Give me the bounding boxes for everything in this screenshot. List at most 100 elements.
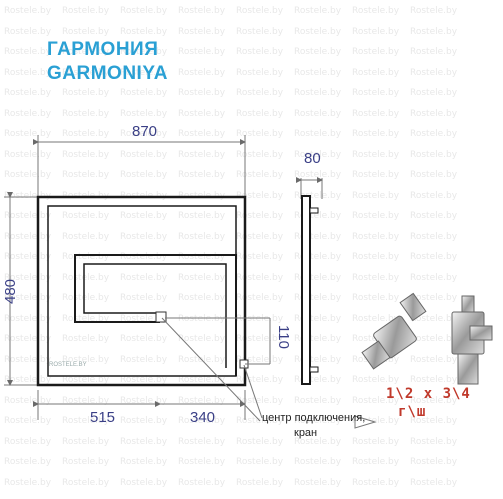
watermark-text: Rostele.by xyxy=(294,67,342,78)
watermark-text: Rostele.by xyxy=(178,149,226,160)
watermark-text: Rostele.by xyxy=(294,231,342,242)
watermark-text: Rostele.by xyxy=(236,6,284,16)
dimension-line-110 xyxy=(165,317,271,365)
dimension-340-label: 340 xyxy=(190,409,216,426)
watermark-text: Rostele.by xyxy=(352,477,400,488)
inner-brand-label: ROSTELE.BY xyxy=(49,362,87,368)
watermark-text: Rostele.by xyxy=(4,354,52,365)
watermark-text: Rostele.by xyxy=(4,231,52,242)
watermark-text: Rostele.by xyxy=(294,6,342,16)
watermark-text: Rostele.by xyxy=(120,129,168,139)
watermark-text: Rostele.by xyxy=(410,477,458,488)
watermark-text: Rostele.by xyxy=(120,26,168,37)
watermark-text: Rostele.by xyxy=(62,211,110,221)
watermark-text: Rostele.by xyxy=(294,88,342,98)
dimension-line-480 xyxy=(4,192,38,386)
watermark-text: Rostele.by xyxy=(120,272,168,283)
watermark-text: Rostele.by xyxy=(410,149,458,160)
pointer-arrow xyxy=(354,415,377,429)
watermark-text: Rostele.by xyxy=(294,47,342,57)
watermark-text: Rostele.by xyxy=(62,231,110,242)
valve-fitting-angle xyxy=(361,292,427,370)
watermark-text: Rostele.by xyxy=(120,211,168,221)
watermark-text: Rostele.by xyxy=(4,67,52,78)
dimension-480-label: 480 xyxy=(2,278,19,304)
watermark-text: Rostele.by xyxy=(294,252,342,262)
watermark-text: Rostele.by xyxy=(120,231,168,242)
watermark-text: Rostele.by xyxy=(4,334,52,344)
watermark-text: Rostele.by xyxy=(120,313,168,324)
watermark-text: Rostele.by xyxy=(178,108,226,119)
watermark-text: Rostele.by xyxy=(352,293,400,303)
watermark-text: Rostele.by xyxy=(4,313,52,324)
watermark-text: Rostele.by xyxy=(178,190,226,201)
watermark-text: Rostele.by xyxy=(410,375,458,385)
watermark-text: Rostele.by xyxy=(120,149,168,160)
watermark-text: Rostele.by xyxy=(236,375,284,385)
watermark-text: Rostele.by xyxy=(236,190,284,201)
watermark-text: Rostele.by xyxy=(62,334,110,344)
watermark-text: Rostele.by xyxy=(352,375,400,385)
watermark-text: Rostele.by xyxy=(294,354,342,365)
watermark-text: Rostele.by xyxy=(120,47,168,57)
watermark-text: Rostele.by xyxy=(236,67,284,78)
watermark-text: Rostele.by xyxy=(236,354,284,365)
watermark-text: Rostele.by xyxy=(62,6,110,16)
watermark-text: Rostele.by xyxy=(352,231,400,242)
watermark-text: Rostele.by xyxy=(178,211,226,221)
watermark-text: Rostele.by xyxy=(410,334,458,344)
watermark-text: Rostele.by xyxy=(294,416,342,426)
watermark-text: Rostele.by xyxy=(4,149,52,160)
watermark-text: Rostele.by xyxy=(178,375,226,385)
watermark-text: Rostele.by xyxy=(4,129,52,139)
watermark-text: Rostele.by xyxy=(236,88,284,98)
watermark-text: Rostele.by xyxy=(62,436,110,447)
dimension-870-label: 870 xyxy=(132,123,158,140)
fitting-type-label: г\ш xyxy=(398,404,427,420)
fitting-size-label: 1\2 x 3\4 xyxy=(386,386,471,402)
watermark-text: Rostele.by xyxy=(62,67,110,78)
watermark-text: Rostele.by xyxy=(236,231,284,242)
watermark-text: Rostele.by xyxy=(62,313,110,324)
watermark-text: Rostele.by xyxy=(120,375,168,385)
watermark-text: Rostele.by xyxy=(4,47,52,57)
watermark-text: Rostele.by xyxy=(4,170,52,180)
watermark-text: Rostele.by xyxy=(410,416,458,426)
watermark-text: Rostele.by xyxy=(178,416,226,426)
watermark-text: Rostele.by xyxy=(410,457,458,467)
watermark-text: Rostele.by xyxy=(178,272,226,283)
watermark-text: Rostele.by xyxy=(178,334,226,344)
watermark-text: Rostele.by xyxy=(294,26,342,37)
watermark-text: Rostele.by xyxy=(236,293,284,303)
watermark-text: Rostele.by xyxy=(4,457,52,467)
watermark-text: Rostele.by xyxy=(410,26,458,37)
watermark-text: Rostele.by xyxy=(410,252,458,262)
watermark-text: Rostele.by xyxy=(4,26,52,37)
watermark-text: Rostele.by xyxy=(294,375,342,385)
watermark-text: Rostele.by xyxy=(410,313,458,324)
watermark-text: Rostele.by xyxy=(352,129,400,139)
watermark-text: Rostele.by xyxy=(62,129,110,139)
watermark-text: Rostele.by xyxy=(178,457,226,467)
watermark-text: Rostele.by xyxy=(120,457,168,467)
watermark-text: Rostele.by xyxy=(294,293,342,303)
watermark-text: Rostele.by xyxy=(352,313,400,324)
watermark-text: Rostele.by xyxy=(178,170,226,180)
watermark-text: Rostele.by xyxy=(120,170,168,180)
watermark-text: Rostele.by xyxy=(352,252,400,262)
watermark-text: Rostele.by xyxy=(236,252,284,262)
watermark-text: Rostele.by xyxy=(62,272,110,283)
watermark-text: Rostele.by xyxy=(410,129,458,139)
watermark-text: Rostele.by xyxy=(62,47,110,57)
watermark-text: Rostele.by xyxy=(120,67,168,78)
watermark-text: Rostele.by xyxy=(62,108,110,119)
watermark-text: Rostele.by xyxy=(236,170,284,180)
watermark-text: Rostele.by xyxy=(236,457,284,467)
watermark-text: Rostele.by xyxy=(352,416,400,426)
watermark-text: Rostele.by xyxy=(4,293,52,303)
watermark-text: Rostele.by xyxy=(178,436,226,447)
watermark-text: Rostele.by xyxy=(236,129,284,139)
watermark-text: Rostele.by xyxy=(62,26,110,37)
watermark-text: Rostele.by xyxy=(62,190,110,201)
watermark-text: Rostele.by xyxy=(120,354,168,365)
